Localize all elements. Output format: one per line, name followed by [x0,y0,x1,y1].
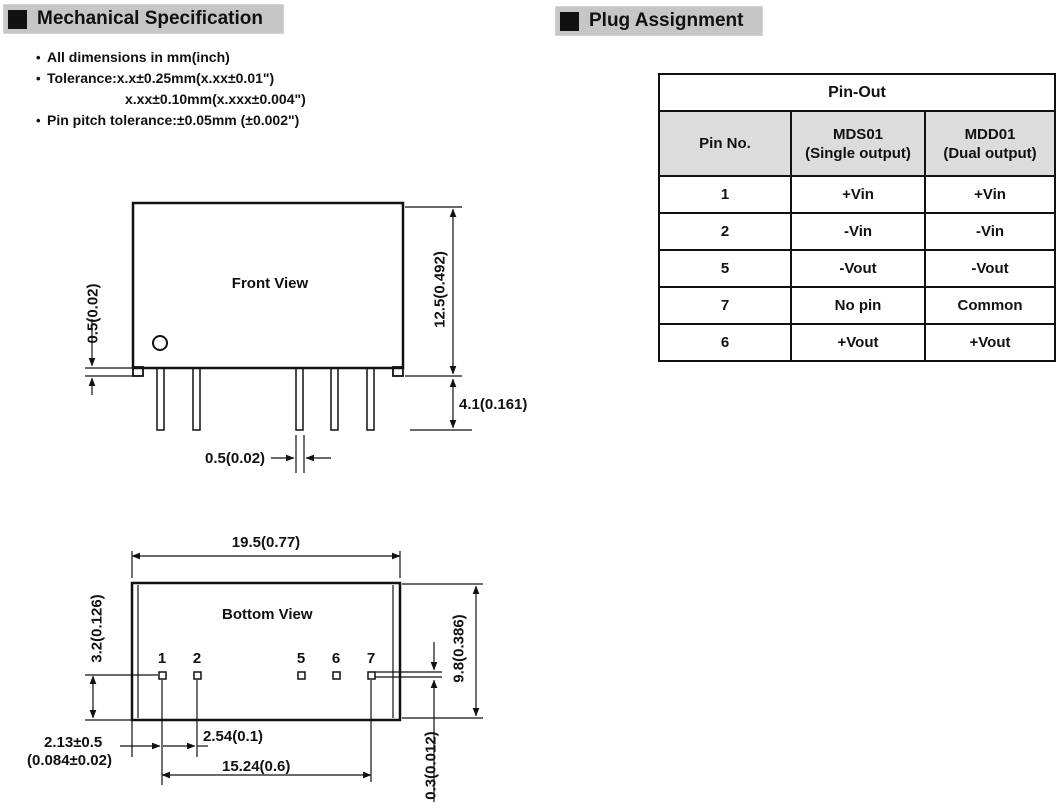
pinout-cell: 5 [658,249,792,288]
pinout-row: 2 -Vin -Vin [658,212,1056,251]
bottom-view-depth-dim: 9.8(0.386) [450,614,468,683]
pin-number-5: 5 [296,650,306,667]
pinout-row: 6 +Vout +Vout [658,323,1056,362]
pinout-cell: +Vin [924,175,1056,214]
pin-number-6: 6 [331,650,341,667]
front-view-pin-width-dim: 0.5(0.02) [205,450,266,467]
bottom-pin-7 [367,671,376,680]
front-pin [366,367,375,431]
bottom-view-width-dim: 19.5(0.77) [231,534,301,551]
bottom-pin-2 [193,671,202,680]
pinout-row: 7 No pin Common [658,286,1056,325]
pinout-cell: -Vin [924,212,1056,251]
mechanical-specification-title: Mechanical Specification [37,8,263,29]
front-pin [192,367,201,431]
pinout-col-pin: Pin No. [658,110,792,177]
pinout-table: Pin-Out Pin No. MDS01 (Single output) MD… [658,73,1056,362]
plug-assignment-title: Plug Assignment [589,10,744,31]
bottom-pin-6 [332,671,341,680]
bottom-view-pin-thickness-dim: 0.3(0.012) [422,731,440,800]
front-view-height-dim: 12.5(0.492) [431,251,449,328]
pinout-cell: 1 [658,175,792,214]
note-pin-pitch: • Pin pitch tolerance:±0.05mm (±0.002") [36,112,299,128]
pinout-col-mds01: MDS01 (Single output) [790,110,926,177]
front-view-label: Front View [231,275,309,292]
note-tolerance: • Tolerance:x.x±0.25mm(x.xx±0.01") [36,70,274,86]
bottom-view-span-dim: 15.24(0.6) [222,758,291,775]
pin-number-2: 2 [192,650,202,667]
bottom-pin-5 [297,671,306,680]
pinout-cell: No pin [790,286,926,325]
pinout-title: Pin-Out [658,73,1056,112]
pinout-col-mdd01-model: MDD01 [964,125,1016,143]
bullet-icon: • [36,50,41,65]
pinout-cell: 6 [658,323,792,362]
bottom-pin-1 [158,671,167,680]
note-text: x.xx±0.10mm(x.xxx±0.004") [125,91,306,107]
bottom-view-body [130,581,402,722]
note-text: All dimensions in mm(inch) [47,49,230,65]
pin-number-7: 7 [366,650,376,667]
note-dimensions: • All dimensions in mm(inch) [36,49,230,65]
bottom-view-drawing [85,551,483,802]
bottom-view-pin-inset-dim: 3.2(0.126) [88,594,106,663]
front-pin [330,367,339,431]
pinout-row: 5 -Vout -Vout [658,249,1056,288]
note-tolerance-cont: x.xx±0.10mm(x.xxx±0.004") [125,91,306,107]
black-square-icon [560,11,579,31]
bullet-icon: • [36,113,41,128]
pinout-title-row: Pin-Out [658,73,1056,112]
pin1-marker-circle [152,335,168,351]
pinout-cell: 7 [658,286,792,325]
pinout-row: 1 +Vin +Vin [658,175,1056,214]
front-view-drawing [85,201,472,473]
pinout-header-row: Pin No. MDS01 (Single output) MDD01 (Dua… [658,110,1056,177]
front-pin [156,367,165,431]
note-text: Pin pitch tolerance:±0.05mm (±0.002") [47,112,300,128]
pin-number-1: 1 [157,650,167,667]
front-view-body [131,201,405,370]
front-view-flange-dim: 0.5(0.02) [84,283,102,344]
pinout-cell: -Vout [790,249,926,288]
bottom-view-edge-to-pin-dim-inch: (0.084±0.02) [27,752,112,769]
pinout-cell: +Vout [924,323,1056,362]
front-view-pin-length-dim: 4.1(0.161) [459,396,528,413]
bottom-view-edge-to-pin-dim: 2.13±0.5 [44,734,103,751]
pinout-cell: -Vin [790,212,926,251]
bottom-view-label: Bottom View [222,606,313,623]
bottom-view-pitch-dim: 2.54(0.1) [203,728,264,745]
pinout-col-mdd01-desc: (Dual output) [943,144,1037,162]
pinout-cell: +Vout [790,323,926,362]
bullet-icon: • [36,71,41,86]
pinout-cell: 2 [658,212,792,251]
black-square-icon [8,9,27,29]
pinout-cell: Common [924,286,1056,325]
note-text: Tolerance:x.x±0.25mm(x.xx±0.01") [47,70,275,86]
pinout-col-mds01-model: MDS01 [832,125,884,143]
pinout-col-mds01-desc: (Single output) [805,144,911,162]
front-pin [295,367,304,431]
pinout-cell: +Vin [790,175,926,214]
pinout-col-mdd01: MDD01 (Dual output) [924,110,1056,177]
plug-assignment-header: Plug Assignment [555,6,763,36]
pinout-cell: -Vout [924,249,1056,288]
mechanical-specification-header: Mechanical Specification [3,4,284,34]
